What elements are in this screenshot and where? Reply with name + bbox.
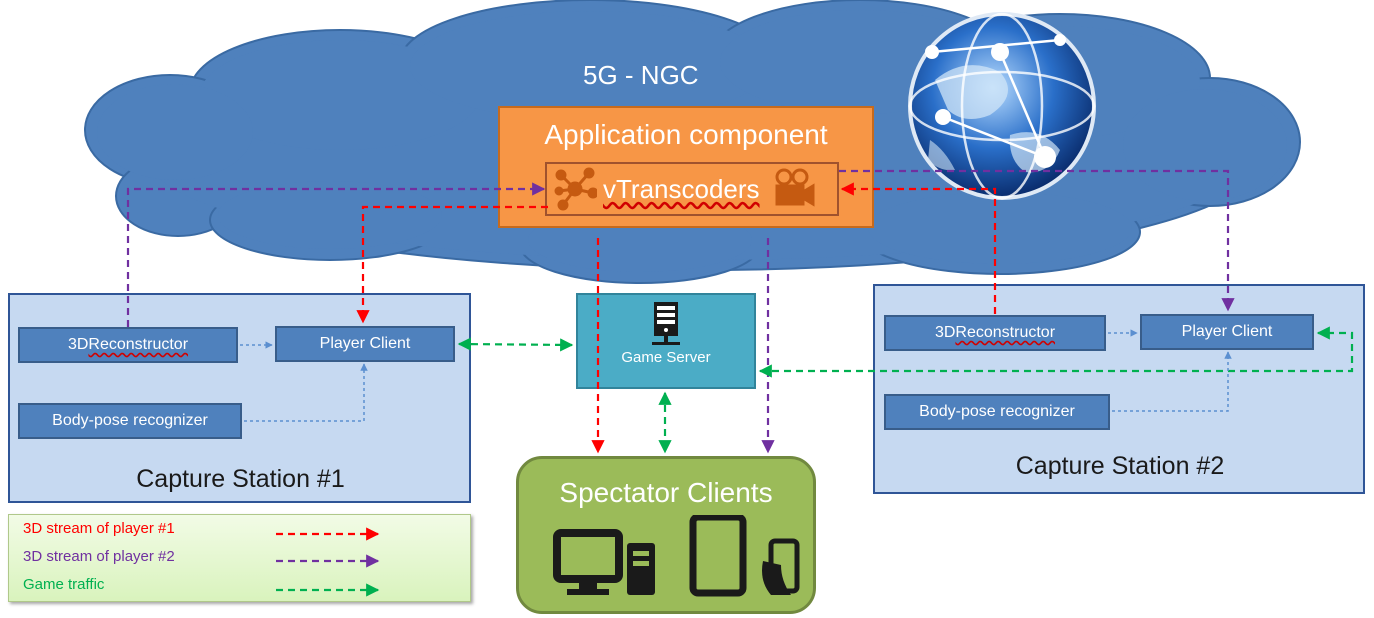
legend: 3D stream of player #1 3D stream of play… [8,514,471,602]
spectator-clients-title: Spectator Clients [559,477,773,508]
server-icon [652,302,680,345]
video-camera-icon [775,168,815,207]
spectator-devices [553,515,800,597]
capture-station-2-title: Capture Station #2 [1015,452,1225,480]
legend-label-player2: 3D stream of player #2 [23,548,175,565]
network-hub-icon [554,167,597,211]
globe-icon [908,12,1096,200]
3d-reconstructor-2: 3D Reconstructor [884,315,1106,351]
3d-reconstructor-1: 3D Reconstructor [18,327,238,363]
body-pose-recognizer-1: Body-pose recognizer [18,403,242,439]
game-server: Game Server [576,293,756,389]
capture-station-1: Capture Station #1 [8,293,471,503]
application-title: Application component [544,119,828,150]
capture-station-1-title: Capture Station #1 [136,465,345,493]
legend-label-player1: 3D stream of player #1 [23,520,175,537]
player-client-1: Player Client [275,326,455,362]
desktop-computer-icon [553,529,655,595]
tablet-icon [689,515,747,597]
player-client-2: Player Client [1140,314,1314,350]
body-pose-recognizer-2: Body-pose recognizer [884,394,1110,430]
vtranscoders-box: vTranscoders [545,162,839,216]
legend-label-game-traffic: Game traffic [23,576,105,593]
smartphone-icon [762,538,800,595]
game-server-label: Game Server [621,349,711,366]
vtranscoders-label: vTranscoders [603,173,760,204]
spectator-clients: Spectator Clients [516,456,816,614]
network-label: 5G - NGC [583,60,699,90]
